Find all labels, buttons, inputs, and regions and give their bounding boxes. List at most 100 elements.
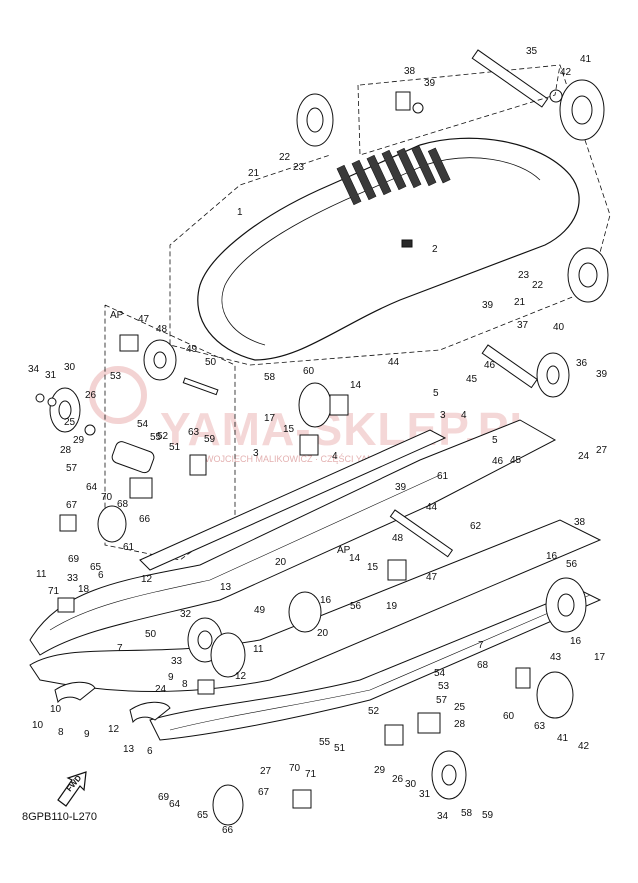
slide-8b xyxy=(129,701,171,724)
callout-number: 53 xyxy=(110,371,122,382)
callout-number: 20 xyxy=(275,557,287,568)
wheel-64b xyxy=(212,784,244,826)
block-11b xyxy=(197,679,215,695)
callout-number: 47 xyxy=(138,314,150,325)
callout-number: 56 xyxy=(566,559,578,570)
callout-number: 32 xyxy=(180,609,192,620)
callout-number: 61 xyxy=(123,542,135,553)
callout-number: 46 xyxy=(492,456,504,467)
axle-box xyxy=(357,64,561,156)
callout-number: 63 xyxy=(534,721,546,732)
collar-58b xyxy=(515,667,531,689)
callout-number: 39 xyxy=(596,369,608,380)
callout-number: 30 xyxy=(405,779,417,790)
callout-number: 45 xyxy=(466,374,478,385)
shaft-62 xyxy=(389,509,454,558)
track-clip xyxy=(401,239,413,248)
callout-number: 39 xyxy=(482,300,494,311)
callout-number: 62 xyxy=(470,521,482,532)
callout-number: 5 xyxy=(492,435,498,446)
callout-number: 21 xyxy=(514,297,526,308)
callout-number: 58 xyxy=(461,808,473,819)
callout-number: 40 xyxy=(553,322,565,333)
callout-number: 29 xyxy=(374,765,386,776)
callout-number: 53 xyxy=(438,681,450,692)
callout-number: 68 xyxy=(477,660,489,671)
callout-number: 6 xyxy=(147,746,153,757)
callout-number: 35 xyxy=(526,46,538,57)
callout-number: 3 xyxy=(253,448,259,459)
callout-number: 16 xyxy=(546,551,558,562)
center-shaft-group xyxy=(298,344,570,558)
ap-inset-left: AP xyxy=(104,304,236,561)
ap-label-1: AP xyxy=(110,310,124,321)
fwd-arrow-icon xyxy=(57,771,87,807)
callout-number: 69 xyxy=(158,792,170,803)
callout-number: 48 xyxy=(392,533,404,544)
callout-number: 28 xyxy=(454,719,466,730)
callout-number: 38 xyxy=(574,517,586,528)
callout-number: 6 xyxy=(98,570,104,581)
callout-number: 23 xyxy=(293,162,305,173)
callout-number: 66 xyxy=(222,825,234,836)
callout-number: 34 xyxy=(437,811,449,822)
middle-wheels xyxy=(187,559,587,719)
rear-axle-shaft xyxy=(471,49,549,108)
callout-number: 37 xyxy=(517,320,529,331)
callout-number: 15 xyxy=(283,424,295,435)
callout-number: 67 xyxy=(258,787,270,798)
arm-58 xyxy=(329,394,349,416)
wheel-19b xyxy=(210,632,246,678)
callout-number: 28 xyxy=(60,445,72,456)
callout-number: 21 xyxy=(248,168,260,179)
callout-number: 14 xyxy=(349,553,361,564)
callout-number: 2 xyxy=(432,244,438,255)
bracket-14b xyxy=(387,559,407,581)
callout-number: 16 xyxy=(570,636,582,647)
callout-number: 30 xyxy=(64,362,76,373)
callout-number: 67 xyxy=(66,500,78,511)
ap-inset-center: AP xyxy=(337,545,351,556)
arm-24 xyxy=(129,477,153,499)
callout-number: 57 xyxy=(436,695,448,706)
callout-number: 54 xyxy=(434,668,446,679)
wheel-48 xyxy=(288,591,322,633)
callout-number: 44 xyxy=(426,502,438,513)
callout-number: 4 xyxy=(461,410,467,421)
callout-number: 10 xyxy=(32,720,44,731)
callout-number: 64 xyxy=(86,482,98,493)
callout-number: 70 xyxy=(289,763,301,774)
callout-number: 4 xyxy=(332,451,338,462)
callout-number: 58 xyxy=(264,372,276,383)
bolt-50-inset xyxy=(182,377,219,396)
left-wheel-stack xyxy=(35,387,153,543)
callout-number: 16 xyxy=(320,595,332,606)
spacer-53b xyxy=(417,712,441,734)
callout-number: 65 xyxy=(90,562,102,573)
callout-number: 61 xyxy=(437,471,449,482)
callout-number: 51 xyxy=(169,442,181,453)
callout-number: 10 xyxy=(50,704,62,715)
watermark-logo-icon xyxy=(89,366,147,424)
bracket-51 xyxy=(189,454,207,476)
callout-number: 11 xyxy=(253,644,264,655)
wheel-59b xyxy=(536,671,574,719)
callout-number: 71 xyxy=(305,769,317,780)
spacer-54 xyxy=(111,441,155,474)
callout-number: 39 xyxy=(395,482,407,493)
callout-number: 7 xyxy=(478,640,484,651)
callout-number: 60 xyxy=(303,366,315,377)
callout-number: 19 xyxy=(386,601,398,612)
callout-number: 60 xyxy=(503,711,515,722)
callout-number: 7 xyxy=(117,643,123,654)
callout-number: 26 xyxy=(85,390,97,401)
callout-number: 25 xyxy=(64,417,76,428)
callout-number: 41 xyxy=(557,733,569,744)
callout-number: 70 xyxy=(101,492,113,503)
diagram-code: 8GPB110-L270 xyxy=(22,811,97,823)
spacer-38 xyxy=(395,91,411,111)
callout-number: 63 xyxy=(188,427,200,438)
callout-number: 71 xyxy=(48,586,60,597)
wheel-64 xyxy=(97,505,127,543)
fwd-indicator: FWD xyxy=(57,771,87,807)
